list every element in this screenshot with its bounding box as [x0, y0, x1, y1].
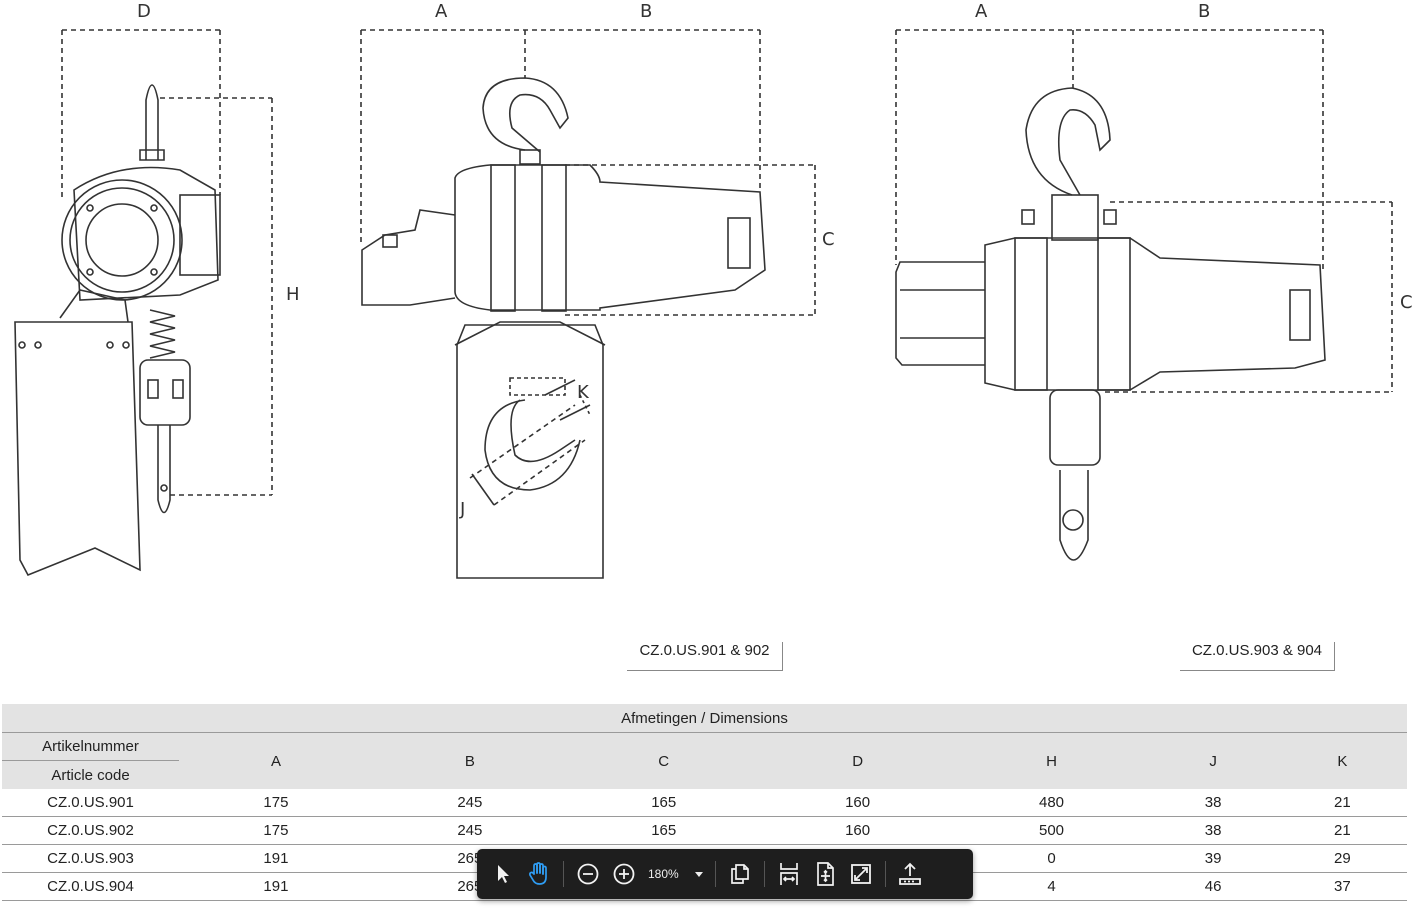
- cell-h: 480: [954, 789, 1149, 817]
- cell-d: 160: [760, 816, 955, 845]
- row-code: CZ.0.US.904: [2, 872, 179, 901]
- hoist-side-view: [14, 29, 273, 577]
- zoom-level-value: 180%: [648, 867, 679, 881]
- fit-width-icon[interactable]: [771, 856, 807, 892]
- dim-label-a-right: A: [975, 1, 988, 22]
- cell-h: 500: [954, 816, 1149, 845]
- caption-901-902: CZ.0.US.901 & 902: [627, 642, 783, 671]
- caption-903-904: CZ.0.US.903 & 904: [1180, 642, 1335, 671]
- table-row: CZ.0.US.901 175 245 165 160 480 38 21: [2, 789, 1407, 817]
- toolbar-separator: [714, 861, 716, 887]
- dim-label-c-right: C: [1400, 292, 1413, 313]
- dim-label-h: H: [286, 284, 300, 305]
- toolbar-separator: [763, 861, 765, 887]
- dim-label-c-mid: C: [822, 229, 835, 250]
- cell-k: 21: [1277, 789, 1407, 817]
- column-header-k: K: [1277, 732, 1407, 789]
- cell-h: 4: [954, 872, 1149, 901]
- dim-label-d: D: [137, 1, 151, 22]
- header-article-code: Article code: [2, 760, 179, 789]
- cell-k: 37: [1277, 872, 1407, 901]
- column-header-b: B: [372, 732, 567, 789]
- cell-a: 175: [179, 789, 373, 817]
- zoom-level-select[interactable]: 180%: [642, 859, 709, 889]
- row-code: CZ.0.US.902: [2, 816, 179, 845]
- toolbar-separator: [563, 861, 564, 887]
- dim-label-b-mid: B: [640, 1, 652, 22]
- cell-h: 0: [954, 844, 1149, 873]
- dim-label-b-right: B: [1198, 1, 1210, 22]
- cell-j: 46: [1148, 872, 1278, 901]
- cell-k: 29: [1277, 844, 1407, 873]
- column-header-a: A: [179, 732, 373, 789]
- header-artikelnummer: Artikelnummer: [2, 732, 179, 761]
- cell-a: 191: [179, 844, 373, 873]
- row-code: CZ.0.US.903: [2, 844, 179, 873]
- pdf-viewer-toolbar: 180%: [477, 849, 973, 899]
- cell-c: 165: [566, 816, 761, 845]
- hoist-front-view-903-904: [895, 29, 1393, 561]
- cell-b: 245: [372, 789, 567, 817]
- hand-pan-icon[interactable]: [521, 856, 557, 892]
- dim-label-j: J: [459, 499, 465, 520]
- fit-page-icon[interactable]: [807, 856, 843, 892]
- table-title: Afmetingen / Dimensions: [2, 704, 1407, 733]
- row-code: CZ.0.US.901: [2, 789, 179, 817]
- cell-j: 38: [1148, 789, 1278, 817]
- cell-c: 165: [566, 789, 761, 817]
- hoist-front-view-901-902: [360, 29, 816, 579]
- column-header-d: D: [760, 732, 955, 789]
- upload-icon[interactable]: [892, 856, 928, 892]
- cell-k: 21: [1277, 816, 1407, 845]
- zoom-out-icon[interactable]: [570, 856, 606, 892]
- dim-label-k: K: [577, 382, 590, 403]
- column-header-h: H: [954, 732, 1149, 789]
- column-header-j: J: [1148, 732, 1278, 789]
- toolbar-separator: [884, 861, 886, 887]
- zoom-dropdown-icon: [694, 871, 703, 877]
- column-header-c: C: [566, 732, 761, 789]
- zoom-in-icon[interactable]: [606, 856, 642, 892]
- cell-d: 160: [760, 789, 955, 817]
- fullscreen-icon[interactable]: [843, 856, 879, 892]
- dim-label-a-mid: A: [435, 1, 448, 22]
- table-row: CZ.0.US.902 175 245 165 160 500 38 21: [2, 816, 1407, 845]
- cell-j: 38: [1148, 816, 1278, 845]
- cell-a: 191: [179, 872, 373, 901]
- select-arrow-icon[interactable]: [485, 856, 521, 892]
- cell-b: 245: [372, 816, 567, 845]
- cell-j: 39: [1148, 844, 1278, 873]
- technical-drawing: D H A B C K J A B C: [14, 1, 1413, 579]
- copy-pages-icon[interactable]: [722, 856, 758, 892]
- cell-a: 175: [179, 816, 373, 845]
